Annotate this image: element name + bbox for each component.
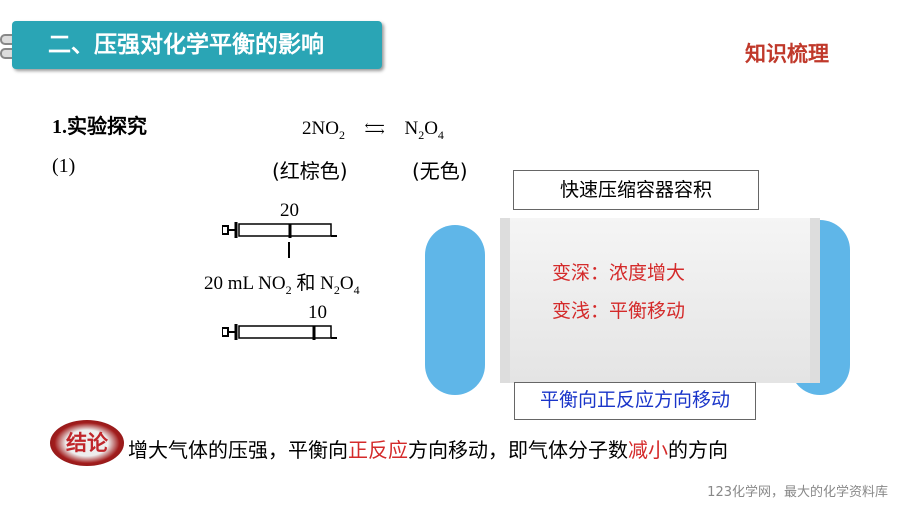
subscript: 4 (353, 282, 360, 297)
text: 方向移动，即气体分子数 (408, 438, 628, 462)
conclusion-text: 增大气体的压强，平衡向正反应方向移动，即气体分子数减小的方向 (128, 434, 728, 463)
figure-left-person-icon (425, 225, 485, 395)
watermark: 123化学网，最大的化学资料库 (707, 485, 888, 500)
observation-1: 变深：浓度增大 (552, 262, 686, 284)
reactant: 2NO (302, 118, 339, 139)
chemical-equation: 2NO2 ⟵⟶ N2O4 (302, 118, 444, 143)
scroll-banner (500, 218, 820, 383)
label-part: 20 mL NO (204, 273, 286, 294)
subscript: 2 (285, 282, 292, 297)
product: N (404, 118, 419, 139)
equilibrium-arrow-icon: ⟵⟶ (364, 118, 385, 140)
subscript: 2 (418, 127, 425, 142)
item-number: (1) (52, 155, 76, 177)
section-heading: 1.实验探究 (52, 116, 147, 138)
syringe-content-label: 20 mL NO2 和 N2O4 (204, 268, 360, 298)
label-part: 和 N (291, 273, 334, 294)
product-part: O (424, 118, 438, 139)
text: 的方向 (668, 438, 728, 462)
conclusion-badge: 结论 (50, 420, 124, 466)
result-box: 平衡向正反应方向移动 (514, 382, 756, 420)
section-title-banner: 二、压强对化学平衡的影响 (12, 21, 382, 69)
syringe-bottom-label: 10 (308, 302, 327, 323)
syringe-top-icon (222, 222, 337, 238)
product-color: (无色) (412, 159, 468, 183)
label-part: O (339, 273, 354, 294)
action-box: 快速压缩容器容积 (513, 170, 759, 210)
text: 增大气体的压强，平衡向 (128, 438, 348, 462)
corner-label: 知识梳理 (745, 42, 829, 66)
observation-2: 变浅：平衡移动 (552, 300, 686, 322)
syringe-top-label: 20 (280, 200, 299, 221)
reactant-color: (红棕色) (272, 159, 348, 183)
highlight: 减小 (628, 438, 668, 462)
subscript: 2 (333, 282, 340, 297)
subscript: 2 (338, 127, 345, 142)
subscript: 4 (437, 127, 444, 142)
syringe-bottom-icon (222, 324, 337, 340)
highlight: 正反应 (348, 438, 408, 462)
plunger-marker (288, 242, 290, 258)
